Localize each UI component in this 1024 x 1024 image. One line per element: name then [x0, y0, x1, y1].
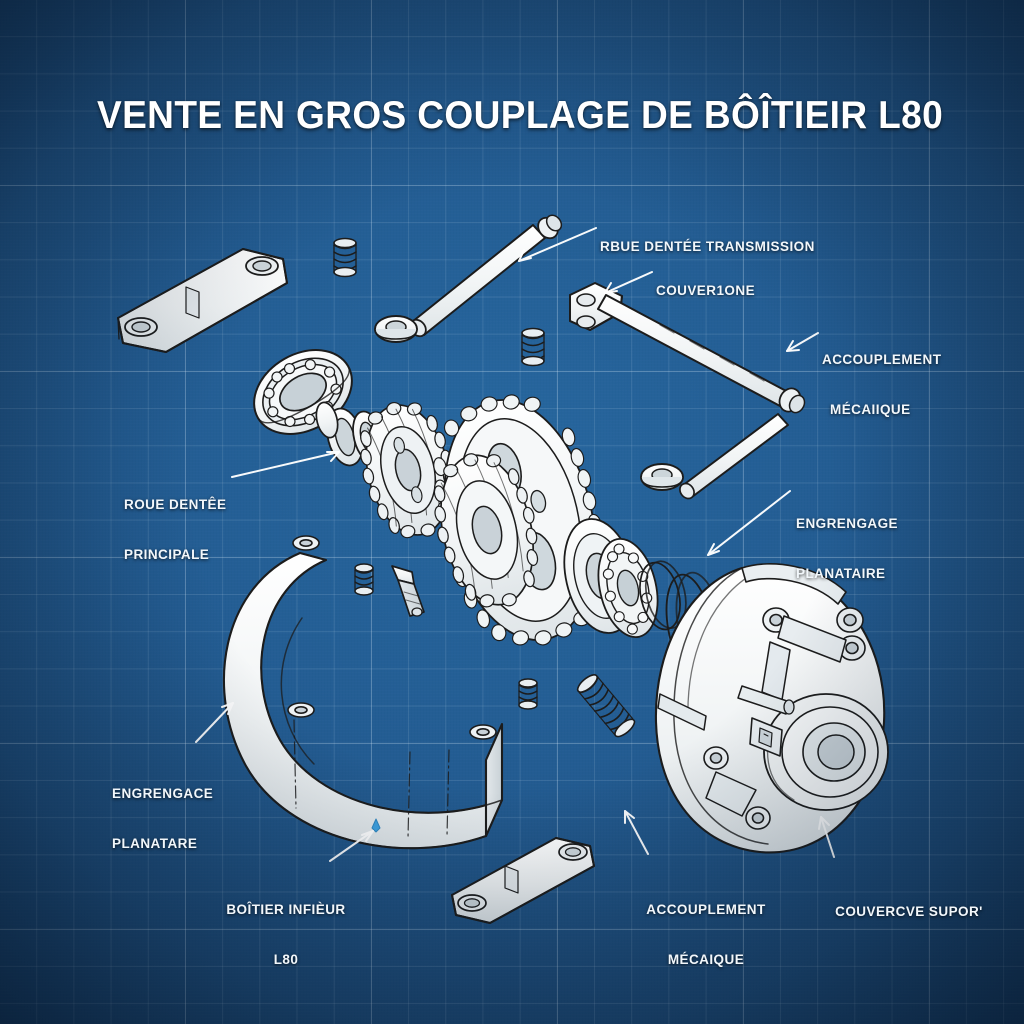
label-engrenage-planetaire-gauche: ENGRENGACE PLANATARE: [112, 752, 213, 887]
leader-accouplement-mecanique-bas: [624, 810, 649, 855]
label-line: ENGRENGACE: [112, 785, 214, 801]
label-line: PLANATARE: [112, 836, 198, 852]
label-line: ACCOUPLEMENT: [822, 351, 942, 367]
label-roue-dentee-principale: ROUE DENTÊE PRINCIPALE: [124, 463, 226, 598]
label-line: ACCOUPLEMENT: [646, 901, 766, 917]
part-spring-small-top: [333, 237, 357, 278]
part-drive-shaft: [409, 214, 563, 338]
label-line: BOÎTIER INFIÈUR: [226, 901, 346, 917]
part-spring-mid: [521, 327, 545, 367]
label-roue-dentee-transmission: RBUE DENTÉE TRANSMISSION: [600, 205, 815, 289]
part-washer-upper: [374, 315, 418, 343]
label-engrenage-planetaire-droite: ENGRENGAGE PLANATAIRE: [796, 482, 898, 617]
label-boitier-inferieur-l80: BOÎTIER INFIÈUR L80: [226, 868, 346, 1003]
part-spring-small-cluster: [354, 563, 374, 596]
part-gear-cluster: [315, 394, 687, 646]
part-link-arm-upper-left: [117, 248, 288, 353]
label-line: MÉCAIQUE: [667, 952, 745, 968]
leader-accouplement-mecanique-haut: [786, 332, 819, 352]
part-washer-right: [640, 463, 684, 491]
label-line: MÉCAIIQUE: [830, 402, 911, 418]
label-line: ENGRENGAGE: [796, 515, 899, 531]
page-title: VENTE EN GROS COUPLAGE DE BÔÎTIEIR L80: [97, 94, 944, 137]
label-couvercle: COUVER1ONE: [656, 249, 755, 333]
label-accouplement-mecanique-haut: ACCOUPLEMENT MÉCAIIQUE: [822, 318, 941, 453]
leader-roue-dentee-principale: [231, 451, 340, 478]
label-line: ROUE DENTÊE: [124, 496, 227, 512]
sub-bearing-hub: [563, 518, 687, 639]
label-line: PRINCIPALE: [124, 547, 210, 563]
label-accouplement-mecanique-bas: ACCOUPLEMENT MÉCAIQUE: [641, 868, 771, 1003]
label-line: COUVERCVE SUPOR': [835, 903, 983, 919]
leader-engrenage-planetaire-gauche: [195, 702, 234, 743]
label-line: L80: [273, 952, 299, 968]
label-line: RBUE DENTÉE TRANSMISSION: [600, 238, 815, 254]
label-line: COUVER1ONE: [656, 282, 756, 298]
label-couvercle-support: COUVERCVE SUPOR': [809, 870, 1009, 954]
part-spring-coil-bottom: [576, 674, 636, 738]
part-spring-bottom-left: [518, 678, 538, 710]
part-bolt-small: [391, 565, 425, 617]
label-line: PLANATAIRE: [796, 566, 886, 582]
part-link-arm-lower: [451, 837, 595, 924]
leader-engrenage-planetaire-droite: [707, 490, 791, 556]
